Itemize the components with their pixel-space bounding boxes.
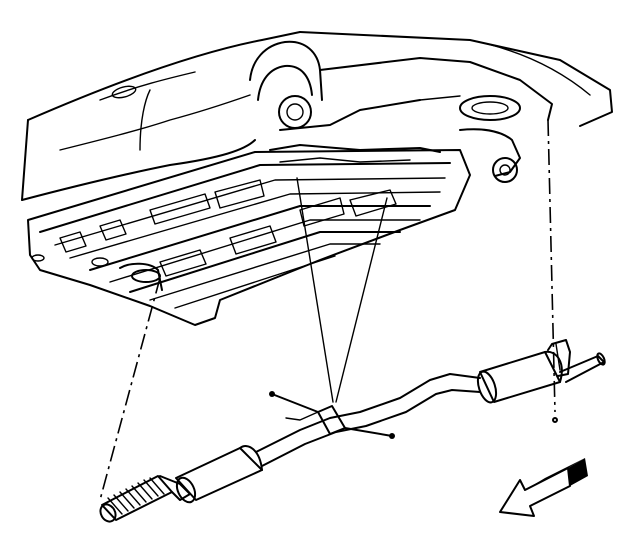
leader-lines: [99, 119, 556, 501]
catalytic-converter-icon: [175, 445, 263, 504]
front-pipe-icon: [99, 475, 191, 523]
front-of-vehicle-arrow-icon: [499, 458, 588, 517]
tailpipe-icon: [559, 352, 606, 383]
rear-suspension-icon: [249, 40, 553, 183]
muffler-icon: [476, 350, 563, 404]
center-hanger-icon: [269, 391, 395, 439]
intermediate-pipe-icon: [255, 373, 481, 467]
floor-pan-icon: [27, 144, 471, 326]
rear-hanger-icon: [547, 339, 571, 423]
vehicle-body-icon: [21, 31, 613, 201]
